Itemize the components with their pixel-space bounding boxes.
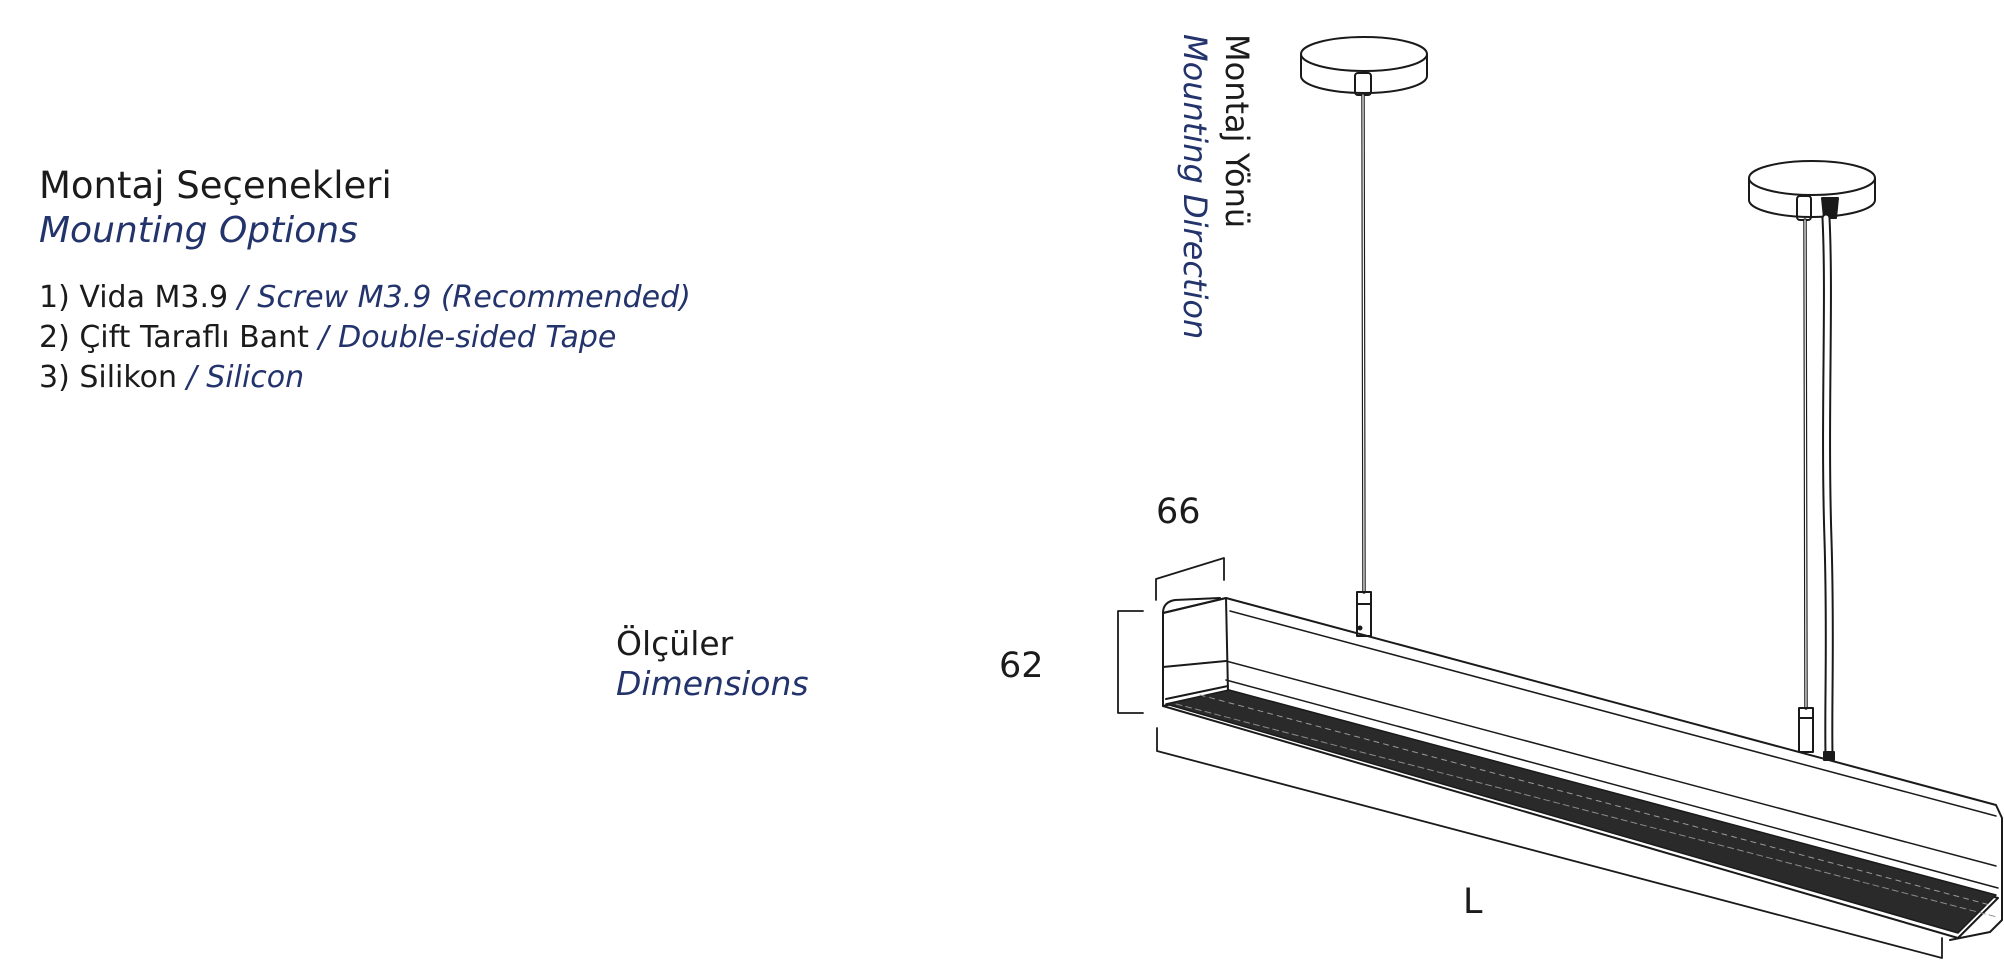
length-dimension-line [1156,727,1943,959]
length-value: L [1463,882,1483,922]
linear-luminaire-icon [1162,597,2003,941]
width-dimension-line [1155,557,1225,601]
option-2-tr: 2) Çift Taraflı Bant [39,320,309,355]
height-value: 62 [999,646,1044,686]
dimensions-label-tr: Ölçüler [616,624,734,663]
option-3-en: / Silicon [186,360,305,395]
ceiling-canopy-icon [1748,160,1876,221]
mounting-option-2: 2) Çift Taraflı Bant / Double-sided Tape [39,320,616,355]
mounting-option-3: 3) Silikon / Silicon [39,360,304,395]
mounting-title-en: Mounting Options [39,210,358,251]
height-dimension-line [1117,610,1144,714]
mounting-direction-en: Mounting Direction [1176,34,1214,340]
dimensions-label-en: Dimensions [616,664,809,703]
suspension-cable-icon [1356,93,1372,637]
mounting-option-1: 1) Vida M3.9 / Screw M3.9 (Recommended) [39,280,691,315]
option-1-tr: 1) Vida M3.9 [39,280,229,315]
mounting-title-tr: Montaj Seçenekleri [39,164,392,207]
option-1-en: / Screw M3.9 (Recommended) [237,280,691,315]
width-value: 66 [1156,492,1201,532]
suspension-cable-icon [1798,213,1835,761]
option-2-en: / Double-sided Tape [318,320,617,355]
ceiling-canopy-icon [1300,36,1428,96]
mounting-direction-tr: Montaj Yönü [1218,34,1256,229]
option-3-tr: 3) Silikon [39,360,178,395]
